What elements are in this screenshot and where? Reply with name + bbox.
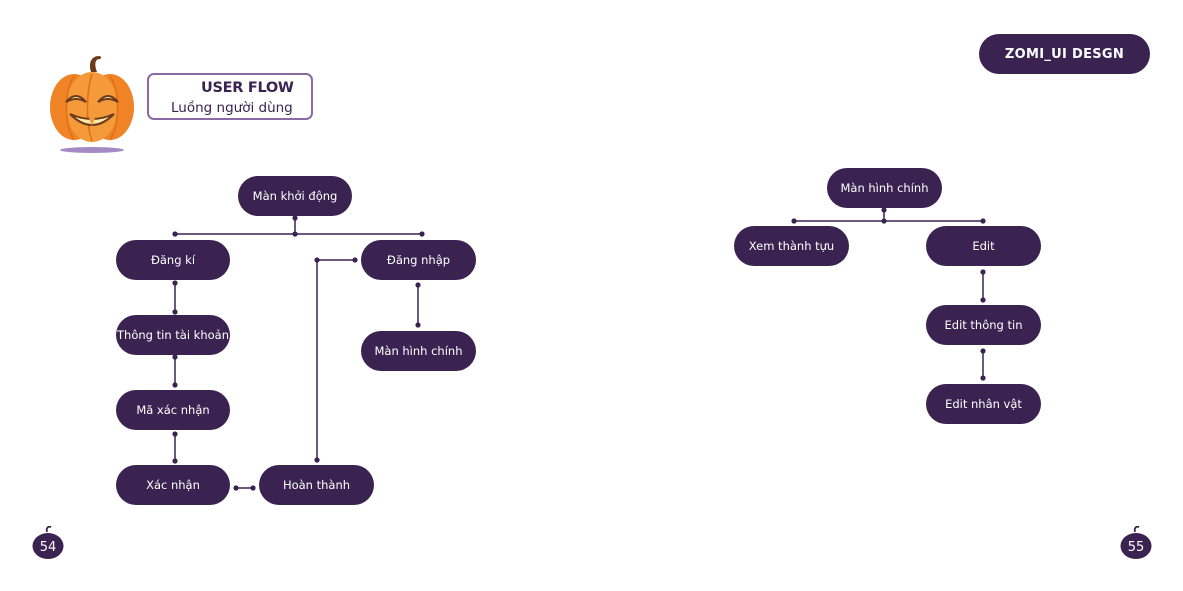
node-verify-code[interactable]: Mã xác nhận [116, 390, 230, 430]
title-box: USER FLOW Luồng người dùng [147, 73, 313, 120]
page-subtitle: Luồng người dùng [171, 100, 293, 116]
node-confirm[interactable]: Xác nhận [116, 465, 230, 505]
node-edit-character[interactable]: Edit nhân vật [926, 384, 1041, 424]
page-number-left: 54 [32, 526, 64, 560]
node-edit-info[interactable]: Edit thông tin [926, 305, 1041, 345]
node-account-info[interactable]: Thông tin tài khoản [116, 315, 230, 355]
node-signup[interactable]: Đăng kí [116, 240, 230, 280]
page-title: USER FLOW [201, 80, 294, 96]
pumpkin-icon [50, 56, 134, 153]
page-number-right: 55 [1120, 526, 1152, 560]
node-main-screen-right[interactable]: Màn hình chính [827, 168, 942, 208]
node-start-screen[interactable]: Màn khởi động [238, 176, 352, 216]
pumpkin-badge-icon [1120, 526, 1152, 559]
node-edit[interactable]: Edit [926, 226, 1041, 266]
node-done[interactable]: Hoàn thành [259, 465, 374, 505]
node-login[interactable]: Đăng nhập [361, 240, 476, 280]
node-main-screen-left[interactable]: Màn hình chính [361, 331, 476, 371]
node-achievements[interactable]: Xem thành tựu [734, 226, 849, 266]
pumpkin-badge-icon [32, 526, 64, 559]
brand-badge: ZOMI_UI DESGN [979, 34, 1150, 74]
